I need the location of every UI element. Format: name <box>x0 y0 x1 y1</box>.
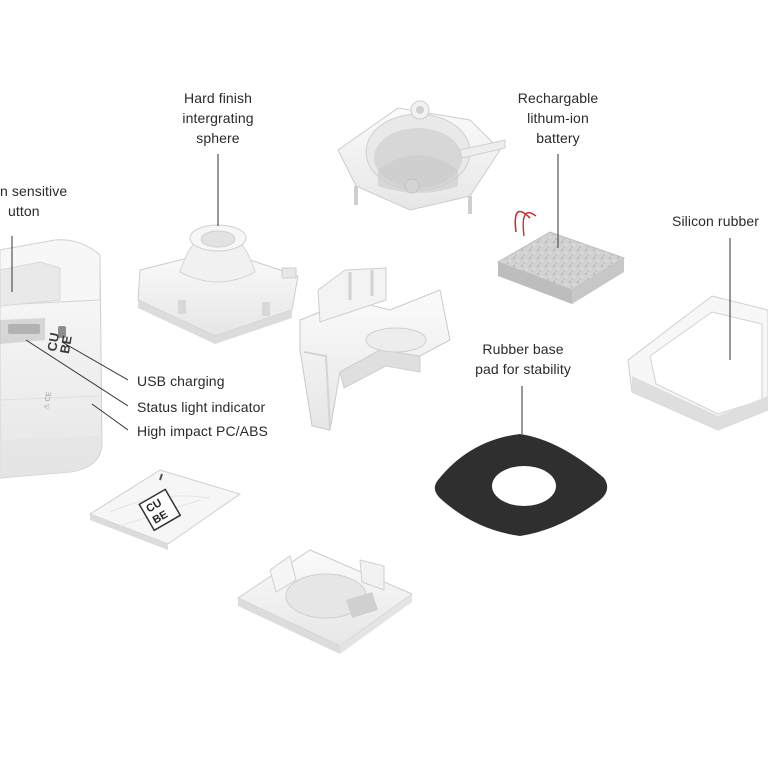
internal-frame-part <box>299 267 451 431</box>
integrating-sphere-part <box>137 224 299 344</box>
leader-status-light <box>25 339 129 407</box>
label-status-light: Status light indicator <box>137 399 266 415</box>
leader-usb <box>61 341 129 381</box>
cube-body: CU BE ⚠ CE <box>0 239 103 479</box>
label-battery: Rechargable lithum-ion battery <box>517 90 599 146</box>
pcb-board-part: CU BE <box>88 469 242 550</box>
logo-cu-text: CU <box>44 331 62 352</box>
leader-material <box>91 403 129 431</box>
label-sphere: Hard finish intergrating sphere <box>182 90 254 146</box>
battery-part <box>496 210 626 304</box>
label-touch-button: n sensitive utton <box>0 183 68 219</box>
top-housing-part <box>337 100 506 214</box>
label-material: High impact PC/ABS <box>137 423 268 439</box>
leader-lines <box>11 154 731 434</box>
label-rubber-base: Rubber base pad for stability <box>475 341 571 377</box>
rubber-base-pad-part <box>434 434 608 536</box>
bottom-base-plate-part <box>236 549 414 654</box>
silicon-rubber-ring-part <box>627 295 768 431</box>
label-usb-charging: USB charging <box>137 373 225 389</box>
label-silicon-rubber: Silicon rubber <box>672 213 759 229</box>
svg-text:⚠ CE: ⚠ CE <box>42 391 53 410</box>
